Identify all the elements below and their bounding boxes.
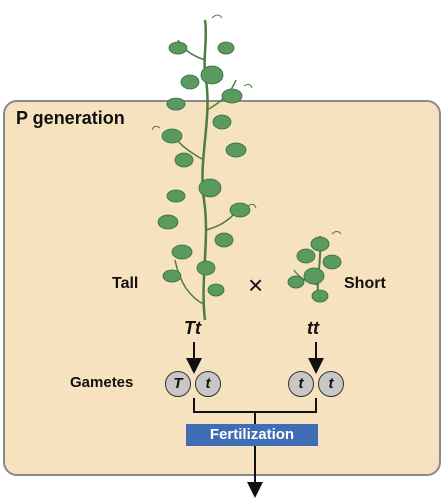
gamete-tall-2: t	[195, 371, 221, 397]
short-plant-illustration	[287, 231, 342, 303]
tall-label: Tall	[112, 275, 139, 292]
tall-genotype: Tt	[184, 318, 201, 338]
fertilization-box: Fertilization	[186, 424, 318, 446]
short-genotype: tt	[307, 318, 319, 338]
gametes-label: Gametes	[70, 374, 134, 391]
gamete-short-2: t	[318, 371, 344, 397]
gamete-bracket	[193, 398, 317, 413]
cross-symbol: ×	[248, 270, 264, 300]
gamete-short-1: t	[288, 371, 314, 397]
panel-title: P generation	[16, 108, 125, 128]
tall-plant-illustration	[151, 14, 257, 321]
gamete-tall-1: T	[165, 371, 191, 397]
short-label: Short	[344, 275, 386, 292]
